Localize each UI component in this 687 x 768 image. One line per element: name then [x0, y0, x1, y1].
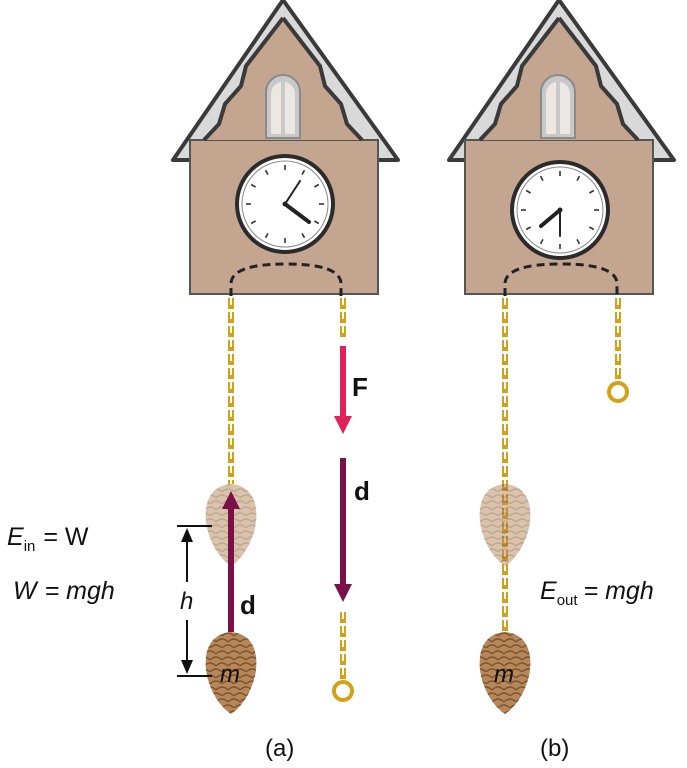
- clock-face-a: [235, 154, 335, 254]
- roof-edge-shadow-b: [478, 16, 640, 142]
- energy-in-rhs: = W: [43, 523, 89, 551]
- pinecone-weight-b: [479, 632, 531, 714]
- minute-hand-a: [284, 180, 301, 205]
- energy-out-symbol: E: [540, 577, 557, 605]
- pinecone-weight-ghost-b: [479, 484, 531, 566]
- energy-in-subscript: in: [24, 538, 36, 555]
- work-rhs: = mgh: [45, 577, 115, 605]
- pinecone-weight-end-a: [205, 632, 257, 714]
- pull-ring-a: [332, 680, 354, 702]
- work-equation: W= mgh: [13, 577, 115, 605]
- clock-a: [171, 0, 400, 714]
- energy-out-subscript: out: [557, 592, 579, 609]
- window-a: [265, 74, 301, 139]
- pull-ring-b: [607, 381, 629, 403]
- height-label: h: [180, 588, 193, 615]
- work-lhs: W: [13, 577, 39, 605]
- force-label: F: [352, 372, 368, 402]
- pulley-dashed-b: [503, 262, 619, 296]
- clock-face-b: [510, 160, 610, 260]
- clock-b: [447, 0, 676, 714]
- energy-out-rhs: = mgh: [584, 577, 654, 605]
- mass-label-a: m: [220, 661, 240, 688]
- hour-hand-b: [539, 208, 562, 228]
- energy-out-equation: Eout = mgh: [540, 577, 654, 609]
- energy-in-symbol: E: [7, 523, 24, 551]
- panel-b-caption: (b): [540, 735, 569, 762]
- pulley-dashed-a: [229, 262, 343, 296]
- panel-a-caption: (a): [265, 735, 294, 762]
- roof-edge-shadow-a: [202, 16, 364, 142]
- hour-hand-a: [283, 202, 311, 224]
- energy-in-equation: Ein = W: [7, 523, 89, 555]
- displacement-label-rope: d: [354, 476, 370, 506]
- window-b: [540, 74, 576, 139]
- displacement-label-weight: d: [240, 590, 256, 620]
- mass-label-b: m: [494, 661, 514, 688]
